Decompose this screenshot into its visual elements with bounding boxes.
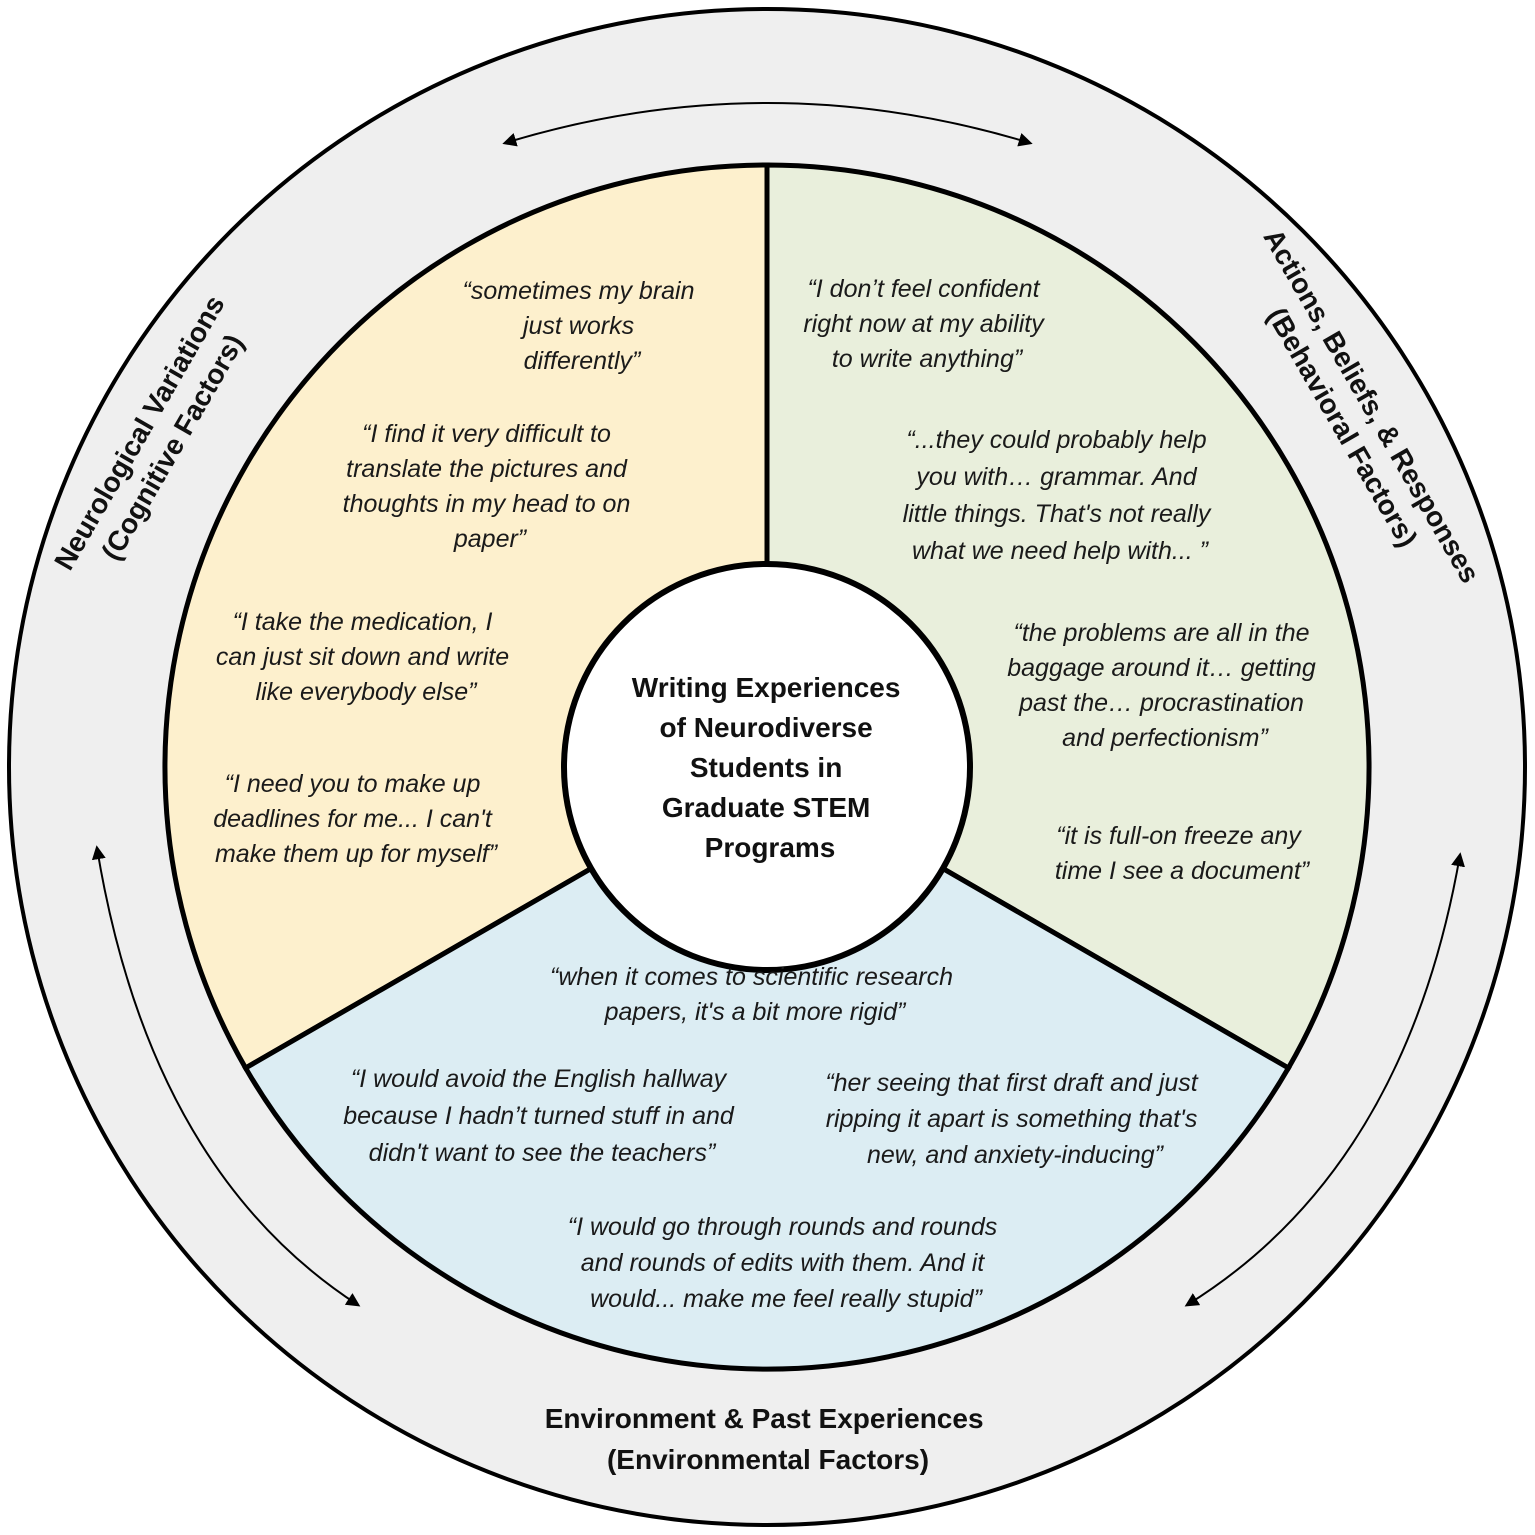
quote-line: “I don’t feel confident: [807, 275, 1040, 303]
environmental-ring-label-line: Environment & Past Experiences: [545, 1403, 984, 1434]
behavioral-quote: “the problems are all in the baggage aro…: [1007, 619, 1323, 752]
quote-line: “it is full-on freeze any: [1056, 822, 1302, 850]
quote-line: “the problems are all in the: [1014, 619, 1310, 647]
quote-line: papers, it's a bit more rigid”: [604, 998, 907, 1026]
quote-line: “when it comes to scientific research: [550, 963, 953, 991]
center-title-line: of Neurodiverse: [660, 712, 873, 743]
quote-line: to write anything”: [832, 345, 1024, 373]
quote-line: thoughts in my head to on: [343, 490, 631, 518]
quote-line: “...they could probably help: [906, 426, 1206, 454]
quote-line: past the… procrastination: [1018, 689, 1304, 717]
quote-line: little things. That's not really: [903, 500, 1212, 528]
behavioral-quote: “...they could probably help you with… g…: [903, 426, 1218, 565]
quote-line: right now at my ability: [803, 310, 1045, 338]
quote-line: differently”: [524, 347, 642, 375]
center-circle: [561, 561, 973, 973]
quote-line: like everybody else”: [256, 678, 479, 706]
cognitive-quote: “I need you to make up deadlines for me.…: [213, 770, 498, 868]
quote-line: and rounds of edits with them. And it: [581, 1249, 986, 1277]
quote-line: deadlines for me... I can't: [213, 805, 493, 833]
center-title-line: Programs: [705, 832, 836, 863]
top-bidirectional-arrow: [502, 102, 1033, 147]
quote-line: you with… grammar. And: [914, 463, 1197, 491]
quote-line: “I need you to make up: [225, 770, 481, 798]
center-title-line: Writing Experiences: [632, 672, 901, 703]
quote-line: “her seeing that first draft and just: [825, 1069, 1198, 1097]
quote-line: paper”: [453, 525, 528, 553]
quote-line: because I hadn’t turned stuff in and: [343, 1102, 735, 1130]
quote-line: didn't want to see the teachers”: [369, 1139, 717, 1167]
quote-line: can just sit down and write: [216, 643, 509, 671]
quote-line: “I take the medication, I: [233, 608, 493, 636]
cognitive-quote: “I find it very difficult to translate t…: [343, 420, 638, 553]
quote-line: “sometimes my brain: [463, 277, 695, 305]
right-bidirectional-arrow: [1184, 852, 1465, 1307]
quote-line: time I see a document”: [1055, 857, 1311, 885]
environmental-quote: “her seeing that first draft and just ri…: [825, 1069, 1204, 1169]
quote-line: “I would go through rounds and rounds: [568, 1213, 997, 1241]
environmental-quote: “I would avoid the English hallway becau…: [343, 1065, 741, 1167]
quote-line: “I find it very difficult to: [362, 420, 611, 448]
behavioral-quote: “I don’t feel confident right now at my …: [803, 275, 1050, 373]
quote-line: translate the pictures and: [346, 455, 628, 483]
quote-line: new, and anxiety-inducing”: [867, 1141, 1165, 1169]
cognitive-quote: “I take the medication, I can just sit d…: [216, 608, 516, 706]
center-title: Writing Experiences of Neurodiverse Stud…: [632, 672, 908, 863]
environmental-ring-label-line: (Environmental Factors): [607, 1444, 929, 1475]
quote-line: just works: [520, 312, 634, 340]
quote-line: what we need help with... ”: [912, 537, 1210, 565]
left-bidirectional-arrow: [91, 845, 361, 1307]
behavioral-quote: “it is full-on freeze any time I see a d…: [1055, 822, 1311, 885]
quote-line: would... make me feel really stupid”: [590, 1285, 984, 1313]
quote-line: ripping it apart is something that's: [826, 1105, 1198, 1133]
environmental-ring-label: Environment & Past Experiences (Environm…: [545, 1403, 992, 1475]
quote-line: “I would avoid the English hallway: [351, 1065, 728, 1093]
quote-line: make them up for myself”: [215, 840, 499, 868]
center-title-line: Students in: [690, 752, 842, 783]
cognitive-quote: “sometimes my brain just works different…: [463, 277, 702, 375]
environmental-quote: “I would go through rounds and rounds an…: [568, 1213, 1004, 1313]
quote-line: baggage around it… getting: [1007, 654, 1316, 682]
quote-line: and perfectionism”: [1062, 724, 1269, 752]
environmental-quote: “when it comes to scientific research pa…: [550, 963, 960, 1026]
center-title-line: Graduate STEM: [662, 792, 870, 823]
